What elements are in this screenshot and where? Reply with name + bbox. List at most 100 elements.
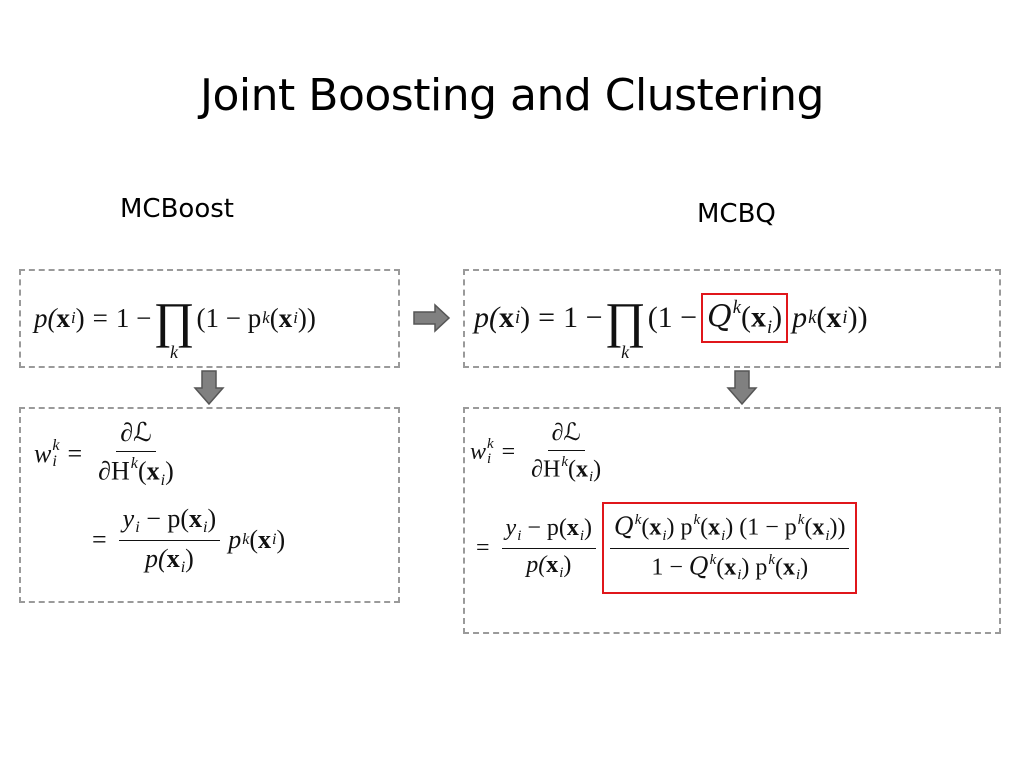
formula-text: ) p	[741, 554, 768, 581]
fraction-denominator: p(xi)	[522, 549, 575, 582]
formula-text: ) (1 − p	[725, 515, 797, 542]
formula-sup: k	[262, 308, 270, 327]
formula-sup: k	[52, 436, 60, 454]
formula-sub: i	[180, 559, 186, 577]
formula-sub: i	[842, 307, 848, 328]
formula-text: p(x	[474, 301, 514, 334]
formula-text: (x	[249, 525, 272, 555]
formula-sup: k	[130, 455, 138, 472]
formula-text: (1 −	[647, 301, 698, 334]
formula-sub: i	[559, 564, 564, 581]
equals-sign: =	[476, 534, 490, 561]
formula-text: (x	[716, 554, 737, 581]
equals-sign: =	[67, 438, 83, 468]
formula-sub: i	[293, 308, 298, 327]
formula-text: 1 −	[115, 302, 152, 333]
bold-vector-x: x	[826, 301, 842, 334]
formula-text: (x	[567, 456, 588, 483]
formula-text: )	[593, 456, 602, 483]
formula-sup: k	[709, 551, 717, 568]
right-arrow-icon	[413, 303, 451, 333]
formula-sub: i	[579, 527, 585, 544]
formula-text: − p(x	[527, 515, 579, 542]
bold-vector-x: x	[566, 515, 579, 542]
formula-sub: i	[203, 518, 208, 536]
formula-sup: k	[732, 297, 741, 319]
formula-text: ∂H	[531, 456, 561, 483]
derivative-fraction: ∂ℒ ∂Hk(xi)	[527, 418, 605, 486]
fraction-numerator: yi − p(xi)	[118, 503, 221, 541]
mcboost-weight-box	[19, 407, 400, 603]
formula-text: 1 −	[651, 554, 683, 581]
fraction-denominator: ∂Hk(xi)	[94, 452, 178, 490]
formula-text: (x	[816, 301, 842, 334]
formula-sup: k	[808, 307, 817, 328]
formula-text: (x	[700, 515, 721, 542]
slide-title: Joint Boosting and Clustering	[200, 70, 824, 121]
formula-text: p(x	[34, 302, 70, 333]
equals-sign: =	[92, 302, 108, 333]
weight-expansion-line: = yi − p(xi) p(xi) Qk(xi) pk(xi) (1 − pk…	[476, 502, 858, 595]
bold-vector-x: x	[546, 551, 559, 578]
formula-sub: i	[737, 567, 742, 584]
product-symbol: ∏	[153, 292, 195, 348]
formula-sub: i	[721, 527, 726, 544]
formula-sub: i	[515, 307, 521, 328]
formula-text: y	[505, 515, 517, 542]
formula-text: )	[584, 515, 593, 542]
bold-vector-x: x	[575, 456, 588, 483]
formula-sup: k	[768, 551, 775, 568]
product-operator: ∏ k	[153, 292, 195, 362]
formula-text: ∂H	[98, 456, 130, 486]
formula-sub: i	[825, 527, 830, 544]
fraction-numerator: yi − p(xi)	[501, 515, 597, 549]
formula-text: p	[792, 301, 808, 334]
formula-sup: k	[242, 531, 250, 549]
formula-sub: i	[795, 567, 801, 584]
formula-text: (x	[269, 302, 293, 333]
formula-text: )	[563, 551, 572, 578]
formula-text: w	[470, 438, 487, 465]
mcbq-weight-box	[463, 407, 1001, 634]
formula-text: p	[228, 525, 242, 555]
bold-vector-x: x	[750, 300, 766, 334]
formula-sup: k	[693, 512, 701, 529]
formula-text: w	[34, 438, 52, 468]
bold-vector-x: x	[146, 456, 160, 486]
bold-vector-x: x	[278, 302, 293, 333]
formula-sub: i	[52, 452, 57, 470]
formula-text: Q	[707, 299, 732, 335]
bold-vector-x: x	[258, 525, 272, 555]
bold-vector-x: x	[499, 301, 514, 334]
formula-sub: i	[135, 518, 140, 536]
formula-text: )	[75, 302, 85, 333]
bold-vector-x: x	[649, 515, 662, 542]
formula-text: )	[276, 525, 286, 555]
mcboost-label: MCBoost	[120, 194, 234, 224]
formula-text: )	[207, 503, 217, 533]
formula-text: Q	[614, 513, 634, 542]
equals-sign: =	[538, 301, 556, 334]
residual-fraction: yi − p(xi) p(xi)	[501, 515, 597, 582]
formula-sub: i	[517, 527, 522, 544]
derivative-fraction: ∂ℒ ∂Hk(xi)	[94, 418, 178, 490]
formula-text: )	[772, 300, 783, 334]
formula-text: (x	[774, 554, 795, 581]
product-index: k	[621, 342, 630, 362]
formula-text: )	[165, 456, 174, 486]
bold-vector-x: x	[782, 554, 795, 581]
bold-vector-x: x	[166, 543, 180, 573]
formula-text: − p(x	[146, 503, 203, 533]
formula-text: 1 −	[563, 301, 603, 334]
q-fraction-highlight-box: Qk(xi) pk(xi) (1 − pk(xi)) 1 − Qk(xi) pk…	[602, 502, 858, 595]
formula-text: p(x	[526, 551, 559, 578]
q-fraction: Qk(xi) pk(xi) (1 − pk(xi)) 1 − Qk(xi) pk…	[610, 512, 850, 584]
fraction-denominator: ∂Hk(xi)	[527, 451, 605, 486]
product-operator: ∏ k	[605, 295, 646, 362]
